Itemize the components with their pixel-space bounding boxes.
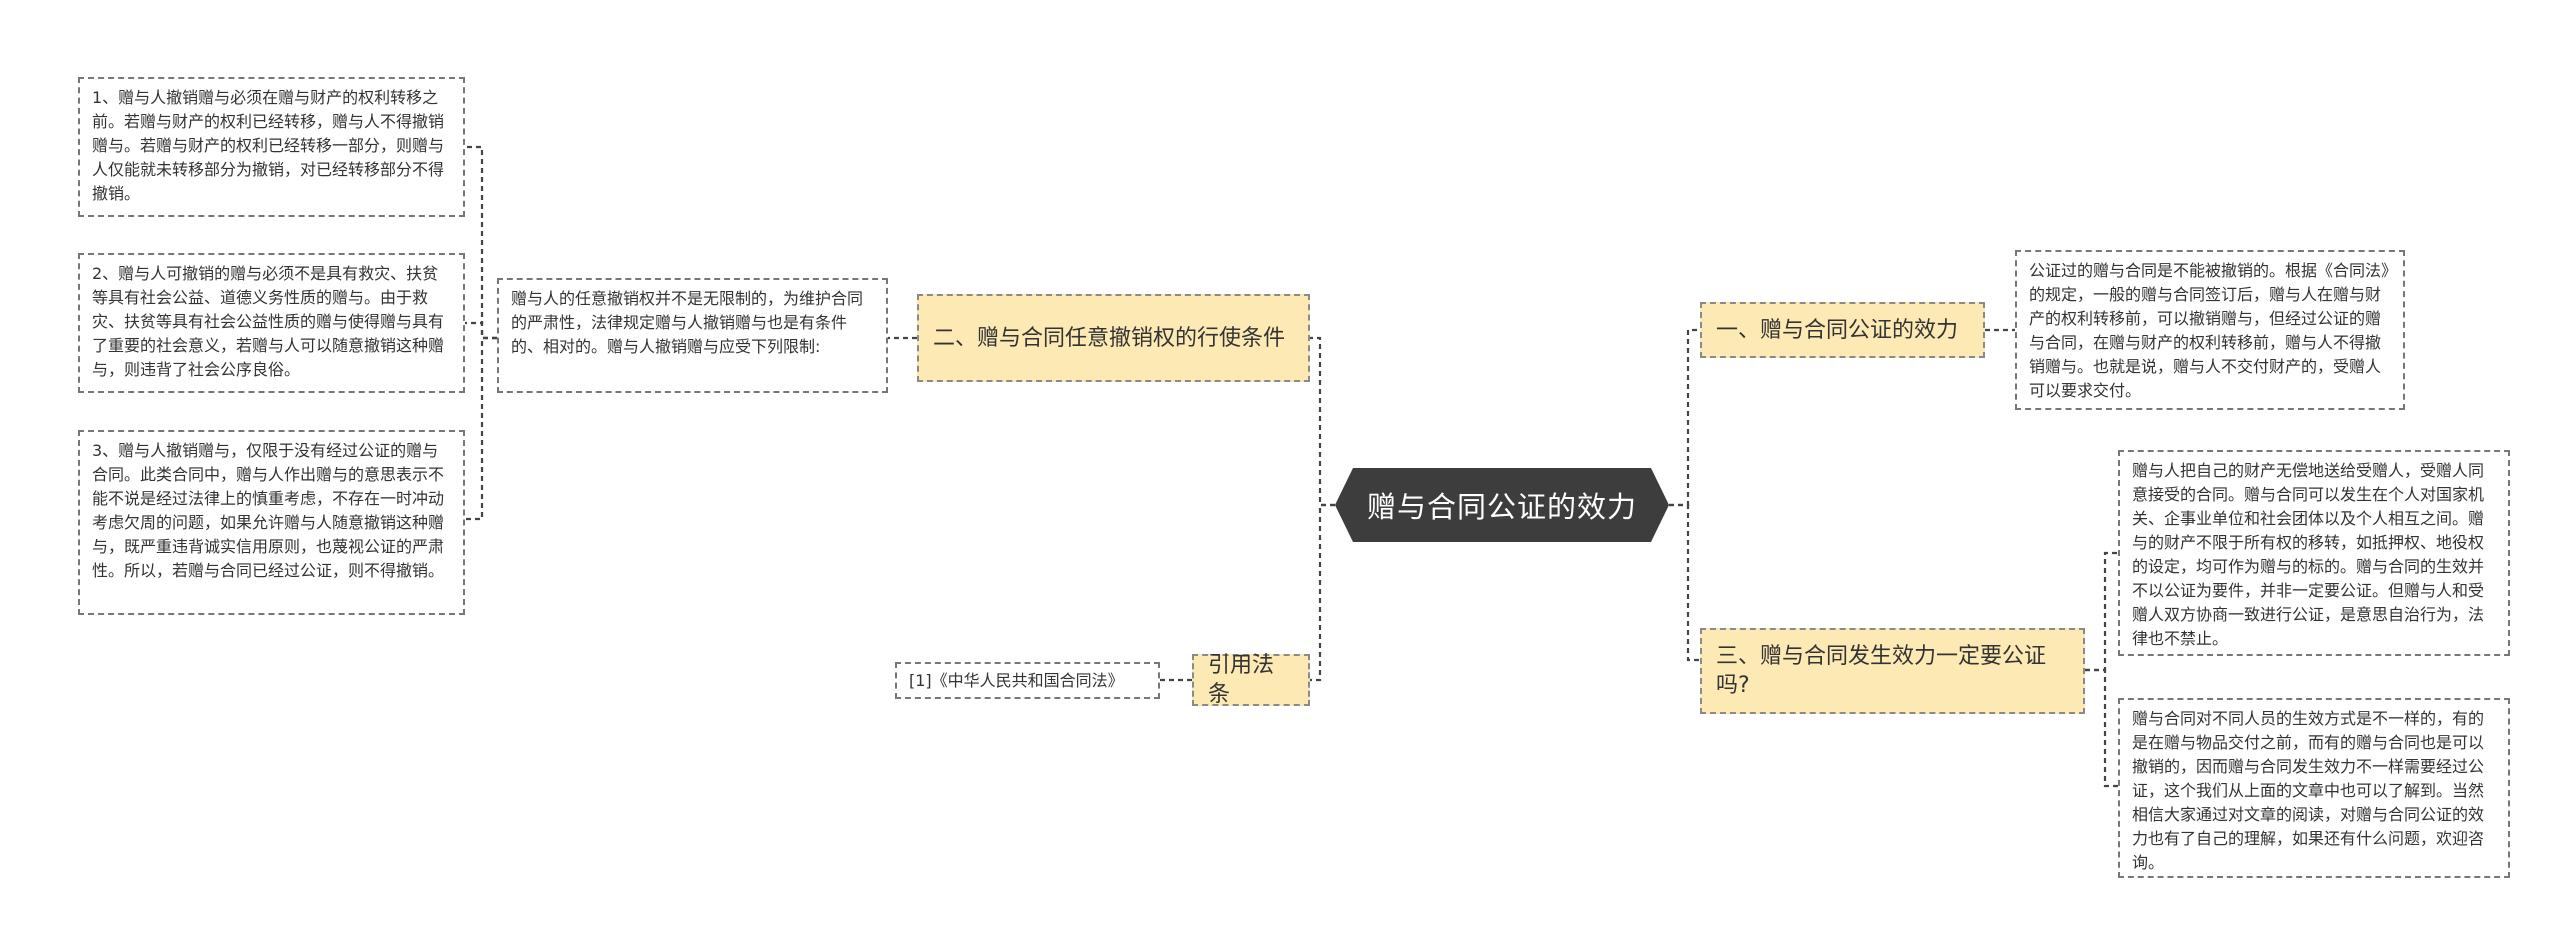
leaf-condition-1-text: 1、赠与人撤销赠与必须在赠与财产的权利转移之前。若赠与财产的权利已经转移，赠与人… xyxy=(92,88,445,203)
leaf-contract-law-ref-text: [1]《中华人民共和国合同法》 xyxy=(909,671,1124,690)
leaf-notarization-effect: 公证过的赠与合同是不能被撤销的。根据《合同法》的规定，一般的赠与合同签订后，赠与… xyxy=(2015,250,2405,410)
leaf-gift-contract-definition-text: 赠与人把自己的财产无偿地送给受赠人，受赠人同意接受的合同。赠与合同可以发生在个人… xyxy=(2132,461,2485,648)
leaf-condition-3-text: 3、赠与人撤销赠与，仅限于没有经过公证的赠与合同。此类合同中，赠与人作出赠与的意… xyxy=(92,441,445,580)
leaf-contract-law-ref: [1]《中华人民共和国合同法》 xyxy=(895,662,1160,699)
leaf-condition-3: 3、赠与人撤销赠与，仅限于没有经过公证的赠与合同。此类合同中，赠与人作出赠与的意… xyxy=(78,430,465,615)
connector-mid-leaf1 xyxy=(465,145,497,340)
branch-cited-law[interactable]: 引用法条 xyxy=(1192,653,1310,707)
leaf-condition-2-text: 2、赠与人可撤销的赠与必须不是具有救灾、扶贫等具有社会公益、道德义务性质的赠与。… xyxy=(92,264,445,379)
connector-mid-leaf2 xyxy=(465,321,497,340)
connector-root-ref xyxy=(1310,503,1335,682)
branch-cited-law-label: 引用法条 xyxy=(1208,653,1275,707)
leaf-effect-summary: 赠与合同对不同人员的生效方式是不一样的，有的是在赠与物品交付之前，而有的赠与合同… xyxy=(2118,698,2510,878)
connector-root-b2 xyxy=(1310,336,1335,507)
connector-root-b3 xyxy=(1669,503,1700,662)
connector-mid-leaf3 xyxy=(465,336,497,521)
branch-must-notarize[interactable]: 三、赠与合同发生效力一定要公证吗? xyxy=(1700,628,2085,714)
leaf-condition-1: 1、赠与人撤销赠与必须在赠与财产的权利转移之前。若赠与财产的权利已经转移，赠与人… xyxy=(78,77,465,217)
connector-b3-leaf2 xyxy=(2085,668,2118,788)
leaf-condition-2: 2、赠与人可撤销的赠与必须不是具有救灾、扶贫等具有社会公益、道德义务性质的赠与。… xyxy=(78,253,465,393)
branch-revocation-conditions[interactable]: 二、赠与合同任意撤销权的行使条件 xyxy=(917,294,1310,382)
leaf-revocation-intro: 赠与人的任意撤销权并不是无限制的，为维护合同的严肃性，法律规定赠与人撤销赠与也是… xyxy=(497,278,888,393)
leaf-gift-contract-definition: 赠与人把自己的财产无偿地送给受赠人，受赠人同意接受的合同。赠与合同可以发生在个人… xyxy=(2118,450,2510,656)
leaf-effect-summary-text: 赠与合同对不同人员的生效方式是不一样的，有的是在赠与物品交付之前，而有的赠与合同… xyxy=(2132,709,2485,872)
branch-revocation-conditions-label: 二、赠与合同任意撤销权的行使条件 xyxy=(933,325,1286,351)
root-node[interactable]: 赠与合同公证的效力 xyxy=(1335,468,1669,542)
branch-notarization-effect-label: 一、赠与合同公证的效力 xyxy=(1716,317,1959,343)
branch-notarization-effect[interactable]: 一、赠与合同公证的效力 xyxy=(1700,302,1985,358)
leaf-revocation-intro-text: 赠与人的任意撤销权并不是无限制的，为维护合同的严肃性，法律规定赠与人撤销赠与也是… xyxy=(511,289,864,356)
root-label: 赠与合同公证的效力 xyxy=(1366,490,1637,524)
leaf-notarization-effect-text: 公证过的赠与合同是不能被撤销的。根据《合同法》的规定，一般的赠与合同签订后，赠与… xyxy=(2029,261,2390,400)
connector-b3-leaf1 xyxy=(2085,551,2118,672)
connector-root-b1 xyxy=(1669,328,1700,507)
branch-must-notarize-label: 三、赠与合同发生效力一定要公证吗? xyxy=(1716,644,2047,698)
